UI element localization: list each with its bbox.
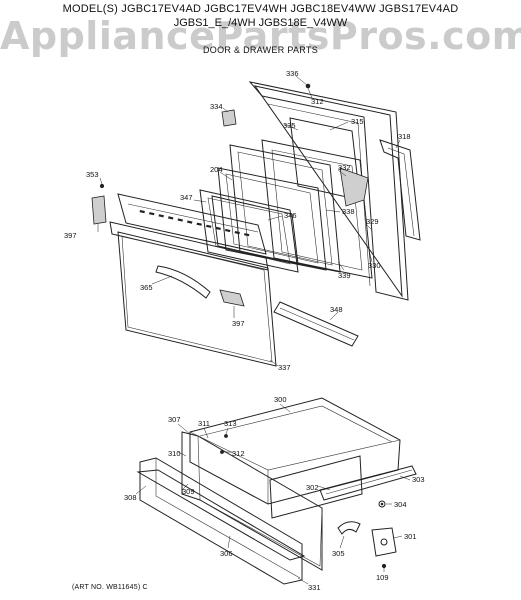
screw-313 (224, 434, 228, 438)
vent-slot (139, 210, 145, 214)
bracket-397 (91, 195, 107, 225)
callout-334: 334 (210, 102, 223, 111)
vent-slot (215, 226, 221, 230)
callout-309: 309 (182, 487, 195, 496)
callout-348: 348 (330, 305, 343, 314)
callout-301: 301 (404, 532, 417, 541)
models-line-1: MODEL(S) JGBC17EV4AD JGBC17EV4WH JGBC18E… (62, 3, 459, 15)
vent-slot (225, 228, 231, 233)
drawer-panel-306 (136, 457, 306, 585)
leader-lines (97, 75, 411, 585)
callout-397-top: 397 (64, 231, 77, 240)
callout-346: 346 (284, 211, 297, 220)
callout-310: 310 (168, 449, 181, 458)
callout-303: 303 (412, 475, 425, 484)
callout-330: 330 (368, 261, 381, 270)
vent-slot (234, 230, 240, 235)
callout-311: 311 (198, 419, 210, 428)
drawer-side-302 (269, 455, 363, 519)
models-line-2: JGBS1_E_/4WH JGBS18E_V4WW (173, 17, 348, 29)
bracket-301 (371, 527, 397, 557)
callout-313: 313 (224, 419, 237, 428)
callout-335: 335 (283, 121, 296, 130)
callout-365: 365 (140, 283, 153, 292)
callout-307: 307 (168, 415, 181, 424)
callout-312-drawer: 312 (232, 449, 245, 458)
door-frame-315 (248, 81, 409, 301)
callout-331: 331 (308, 583, 321, 592)
drawer-front-310 (181, 431, 323, 571)
outer-door-panel-337 (117, 231, 277, 367)
vent-slot (206, 224, 212, 228)
drawer-rail-303 (319, 465, 417, 501)
vent-slot (177, 218, 183, 222)
door-top-trim (117, 193, 267, 255)
rail-348 (273, 301, 359, 347)
window-frame-347 (199, 189, 299, 273)
callout-109: 109 (376, 573, 389, 582)
callout-338: 338 (342, 207, 355, 216)
callout-304: 304 (394, 500, 407, 509)
screw-353 (99, 183, 105, 189)
vent-slot (244, 233, 250, 237)
callout-318: 318 (398, 132, 411, 141)
callout-336: 336 (286, 69, 299, 78)
door-glass-panels (217, 144, 341, 273)
callout-306: 306 (220, 549, 233, 558)
vent-slot (158, 214, 164, 218)
callout-397-bottom: 397 (232, 319, 245, 328)
callout-204: 204 (210, 165, 223, 174)
callout-332: 332 (338, 163, 351, 172)
door-trim-318 (379, 139, 421, 241)
callout-337: 337 (278, 363, 291, 372)
screw-109 (381, 563, 387, 569)
vent-slot (196, 222, 202, 226)
callout-353: 353 (86, 170, 99, 179)
callout-315: 315 (351, 117, 364, 126)
hinge-bracket-334 (221, 107, 237, 127)
callout-339: 339 (338, 271, 351, 280)
callout-347: 347 (180, 193, 193, 202)
callout-300: 300 (274, 395, 287, 404)
screw-312b (220, 450, 224, 454)
callout-305: 305 (332, 549, 345, 558)
callout-329: 329 (366, 217, 379, 226)
callout-labels: 336 312 334 335 315 318 332 353 204 338 … (64, 69, 425, 592)
roller-305 (337, 521, 361, 535)
inner-door-panel (261, 139, 373, 279)
callout-312: 312 (311, 97, 324, 106)
washer-304 (378, 500, 386, 508)
art-number: (ART NO. WB11645) C (72, 584, 148, 591)
section-title: DOOR & DRAWER PARTS (202, 45, 319, 55)
vent-slot (168, 216, 174, 220)
callout-308: 308 (124, 493, 137, 502)
vent-slot (149, 212, 155, 216)
callout-302: 302 (306, 483, 319, 492)
vent-slot (187, 220, 193, 224)
